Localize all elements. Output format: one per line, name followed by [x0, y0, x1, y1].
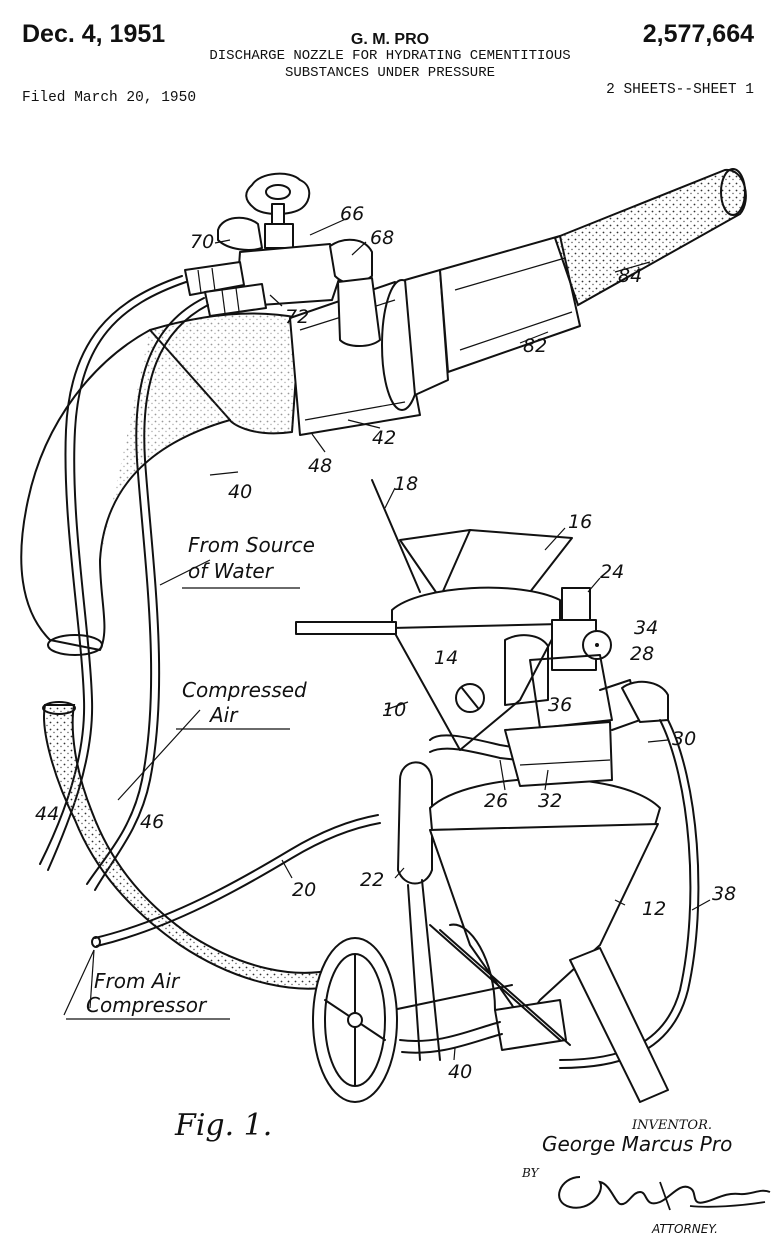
attorney-label: ATTORNEY. — [652, 1222, 718, 1236]
ref-24: 24 — [600, 561, 624, 583]
ref-44: 44 — [35, 803, 59, 825]
patent-title-line-2: SUBSTANCES UNDER PRESSURE — [284, 65, 496, 81]
figure-label: Fig. 1. — [174, 1108, 272, 1143]
ref-46: 46 — [140, 811, 164, 833]
ref-12: 12 — [642, 898, 666, 920]
signature-block: INVENTOR. George Marcus Pro BY ATTORNEY. — [520, 1118, 771, 1248]
ref-28: 28 — [630, 643, 654, 665]
ref-40-upper: 40 — [228, 481, 252, 503]
attorney-signature — [558, 1176, 771, 1211]
ref-84: 84 — [618, 265, 642, 287]
ref-16: 16 — [568, 511, 592, 533]
caption-air-line-1: Compressed — [182, 678, 307, 702]
ref-10: 10 — [382, 699, 406, 721]
patent-title-line-1: DISCHARGE NOZZLE FOR HYDRATING CEMENTITI… — [209, 48, 571, 64]
caption-water-line-1: From Source — [188, 533, 315, 557]
patent-number: 2,577,664 — [642, 20, 754, 48]
caption-compressor-line-2: Compressor — [86, 993, 208, 1017]
ref-20: 20 — [292, 879, 316, 901]
ref-48: 48 — [308, 455, 332, 477]
ref-68: 68 — [370, 227, 394, 249]
ref-66: 66 — [340, 203, 364, 225]
ref-40-lower: 40 — [448, 1061, 472, 1083]
caption-compressor-line-1: From Air — [94, 969, 181, 993]
ref-82: 82 — [523, 335, 547, 357]
mixing-machine — [295, 479, 700, 1103]
nozzle-assembly — [20, 168, 747, 891]
ref-14: 14 — [434, 647, 458, 669]
ref-72: 72 — [285, 306, 309, 328]
patent-date: Dec. 4, 1951 — [22, 20, 166, 48]
ref-34: 34 — [634, 617, 658, 639]
ref-18: 18 — [394, 473, 418, 495]
by-label: BY — [522, 1166, 539, 1180]
ref-42: 42 — [372, 427, 396, 449]
caption-water-line-2: of Water — [188, 559, 275, 583]
ref-22: 22 — [360, 869, 384, 891]
inventor-label: INVENTOR. — [632, 1118, 713, 1133]
leader-lines — [63, 217, 711, 1061]
ref-36: 36 — [548, 694, 572, 716]
figure-captions: From Source of Water Compressed Air From… — [66, 533, 315, 1020]
sheet-count: 2 SHEETS--SHEET 1 — [606, 82, 754, 98]
inventor-header: G. M. PRO — [350, 31, 430, 48]
ref-26: 26 — [484, 790, 508, 812]
valve-assembly — [184, 172, 381, 347]
filed-date: Filed March 20, 1950 — [22, 90, 197, 106]
ref-70: 70 — [190, 231, 214, 253]
reference-numerals: 66 68 70 72 84 82 42 48 40 18 16 24 34 2… — [35, 203, 736, 1083]
inventor-signature-name: George Marcus Pro — [542, 1132, 733, 1156]
ref-38: 38 — [712, 883, 736, 905]
ref-32: 32 — [538, 790, 562, 812]
ref-30: 30 — [672, 728, 696, 750]
caption-air-line-2: Air — [208, 703, 239, 727]
